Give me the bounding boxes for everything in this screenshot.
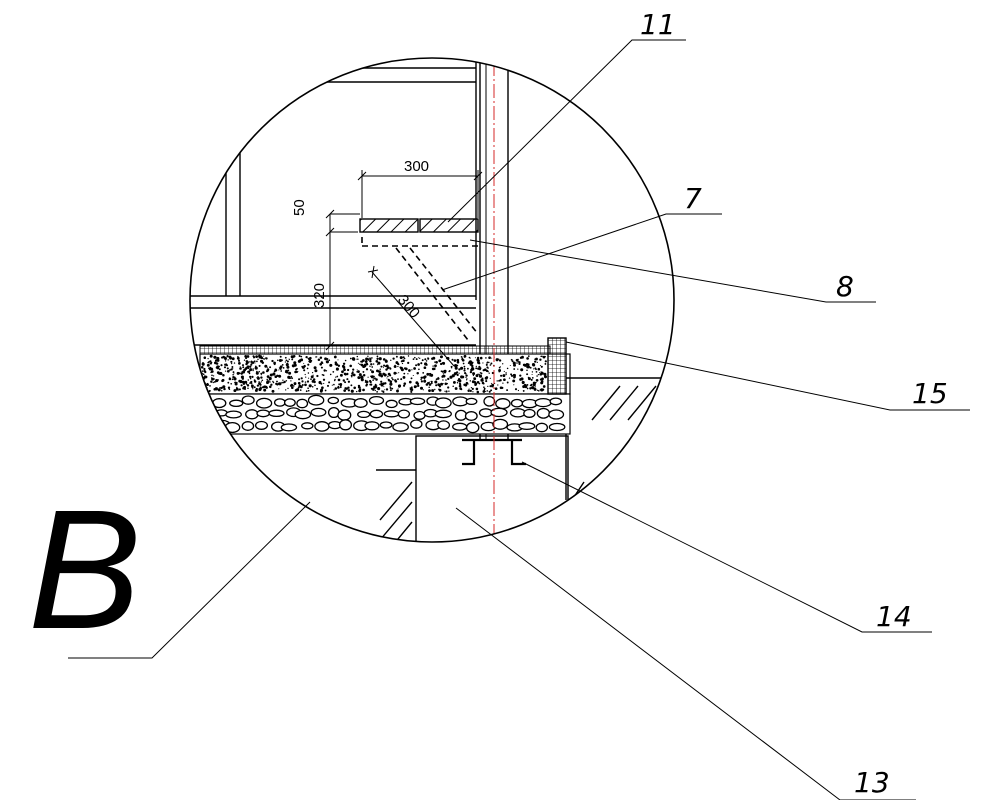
frame-lines xyxy=(190,60,477,346)
insulation-block xyxy=(547,337,567,395)
callout-8: 8 xyxy=(836,270,854,303)
rubble-layer xyxy=(196,393,571,435)
dim-slab-height: 320 xyxy=(311,283,328,308)
ground-hatch-right xyxy=(571,481,585,501)
callout-13: 13 xyxy=(854,766,890,799)
detail-circle xyxy=(189,57,675,543)
dimension-lines xyxy=(325,170,483,367)
callout-15: 15 xyxy=(912,377,948,410)
dashed-support xyxy=(361,237,479,341)
ground-right xyxy=(565,377,670,500)
callout-7: 7 xyxy=(684,182,702,215)
dim-slab-thickness: 50 xyxy=(291,199,308,216)
anchor-channel xyxy=(462,438,526,466)
floor-top-layer xyxy=(199,345,551,355)
leader-lines xyxy=(68,39,970,800)
foundation-block xyxy=(376,435,569,542)
dim-slab-width: 300 xyxy=(404,158,429,175)
aggregate-layer xyxy=(199,353,571,395)
ground-hatch-left xyxy=(379,481,413,542)
detail-content xyxy=(190,58,670,542)
slab xyxy=(359,218,479,233)
callout-14: 14 xyxy=(876,600,912,633)
callout-11: 11 xyxy=(640,8,676,41)
detail-letter: B xyxy=(28,475,141,665)
